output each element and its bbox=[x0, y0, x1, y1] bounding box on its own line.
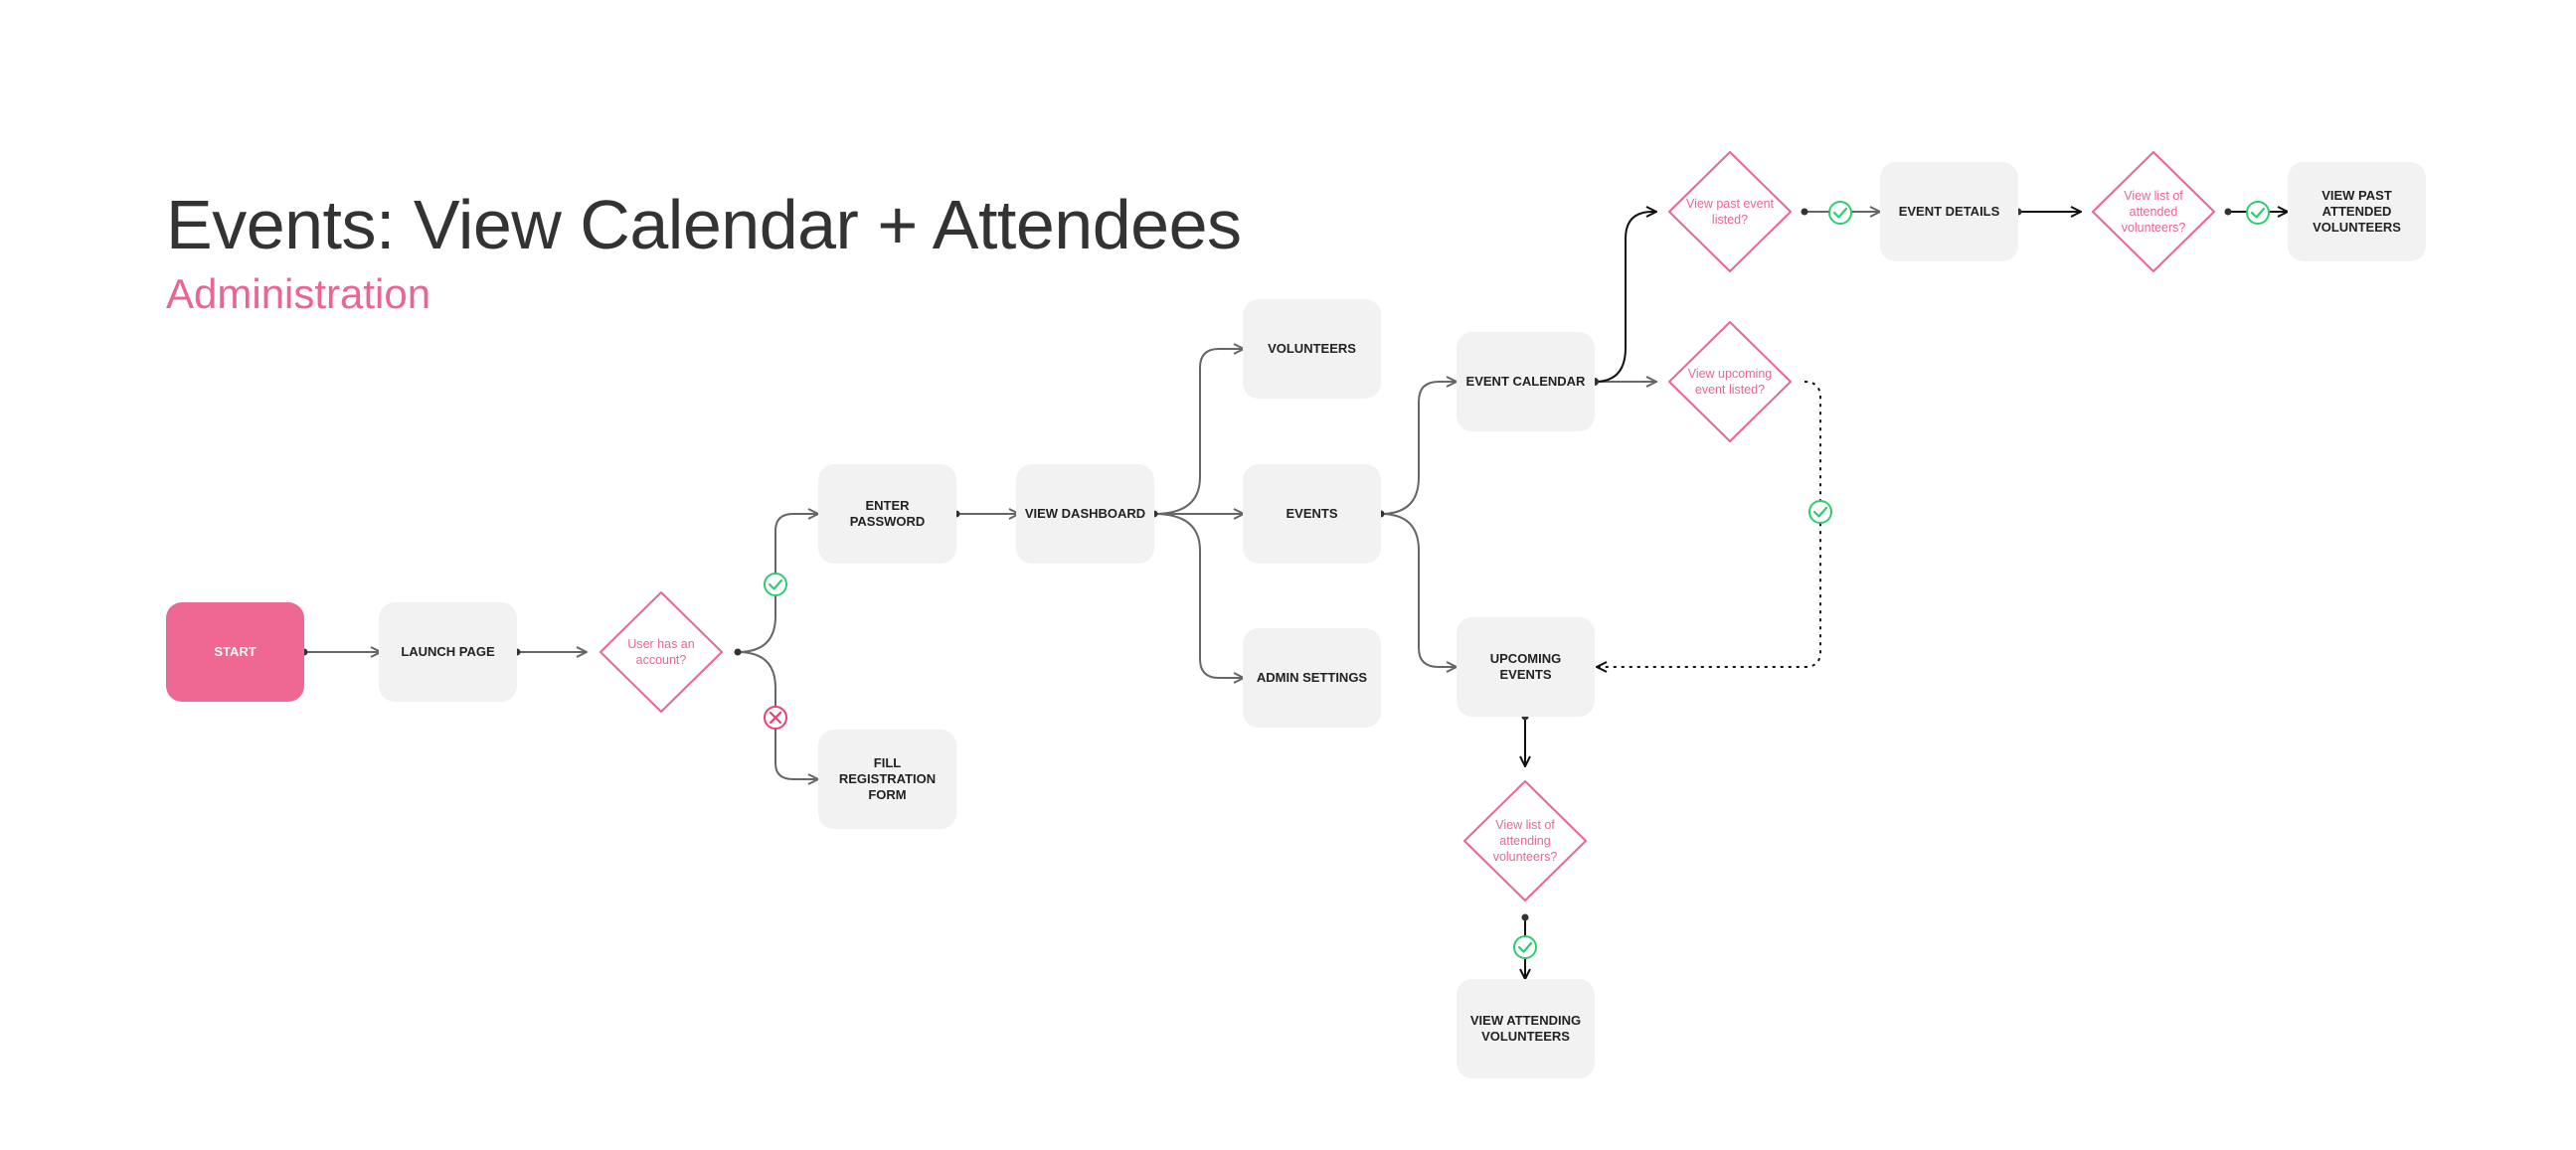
decision-diamond-attending-list bbox=[1463, 780, 1587, 902]
launch-page-node[interactable]: LAUNCH PAGE bbox=[379, 602, 517, 702]
upcoming-events-node[interactable]: UPCOMING EVENTS bbox=[1457, 617, 1595, 717]
view-dashboard-node[interactable]: VIEW DASHBOARD bbox=[1016, 464, 1154, 564]
decision-diamond-upcoming-event bbox=[1668, 321, 1792, 442]
connector-dashboard-volunteers bbox=[1153, 349, 1244, 515]
check-icon bbox=[1513, 935, 1537, 959]
decision-diamond-user-account bbox=[600, 591, 723, 713]
events-node[interactable]: EVENTS bbox=[1243, 464, 1381, 564]
connector-dashboard-admin bbox=[1153, 513, 1244, 678]
page-subtitle: Administration bbox=[166, 270, 431, 317]
check-icon bbox=[1808, 500, 1832, 524]
volunteers-node[interactable]: VOLUNTEERS bbox=[1243, 299, 1381, 399]
decision-view-past-event[interactable]: View past event listed? bbox=[1685, 197, 1775, 227]
connector-events-upcoming bbox=[1380, 513, 1457, 667]
decision-view-upcoming-event[interactable]: View upcoming event listed? bbox=[1687, 367, 1773, 397]
connector-events-calendar bbox=[1380, 382, 1457, 515]
decision-diamond-attended-list bbox=[2092, 151, 2215, 272]
connector-upcoming-decision-upcoming-events bbox=[1597, 381, 1821, 667]
check-icon bbox=[1828, 201, 1852, 225]
check-icon bbox=[764, 573, 787, 596]
start-node[interactable]: START bbox=[166, 602, 304, 702]
event-details-node[interactable]: EVENT DETAILS bbox=[1880, 162, 2018, 261]
check-icon bbox=[2246, 201, 2270, 225]
fill-registration-form-node[interactable]: FILL REGISTRATION FORM bbox=[818, 730, 956, 829]
view-past-attended-volunteers-node[interactable]: VIEW PAST ATTENDED VOLUNTEERS bbox=[2288, 162, 2426, 261]
decision-diamond-past-event bbox=[1668, 151, 1792, 272]
event-calendar-node[interactable]: EVENT CALENDAR bbox=[1457, 332, 1595, 431]
admin-settings-node[interactable]: ADMIN SETTINGS bbox=[1243, 628, 1381, 728]
page-title: Events: View Calendar + Attendees bbox=[166, 186, 1242, 263]
view-attending-volunteers-node[interactable]: VIEW ATTENDING VOLUNTEERS bbox=[1457, 979, 1595, 1078]
connector-calendar-past-decision bbox=[1594, 212, 1656, 383]
decision-view-attending-list[interactable]: View list of attending volunteers? bbox=[1492, 818, 1558, 864]
decision-user-has-account[interactable]: User has an account? bbox=[627, 637, 695, 667]
close-icon bbox=[764, 706, 787, 730]
decision-view-attended-list[interactable]: View list of attended volunteers? bbox=[2121, 189, 2186, 235]
enter-password-node[interactable]: ENTER PASSWORD bbox=[818, 464, 956, 564]
